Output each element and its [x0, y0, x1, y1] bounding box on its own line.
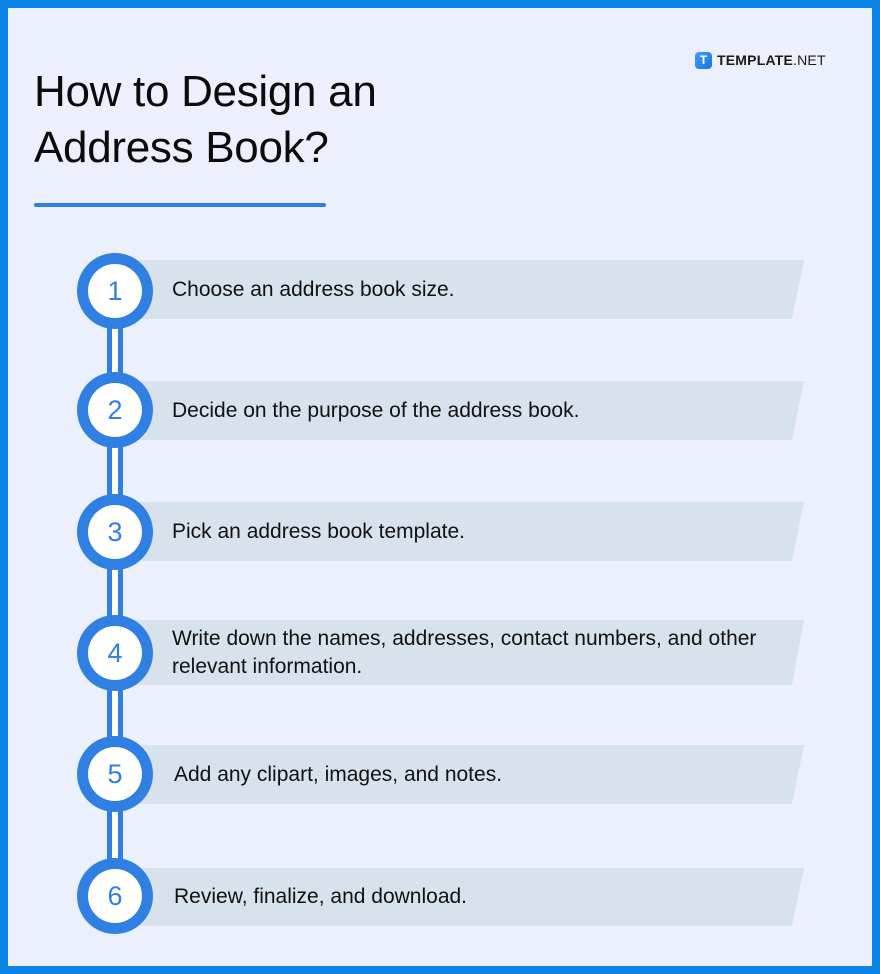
step-bar: Choose an address book size. [128, 260, 804, 319]
step-text: Add any clipart, images, and notes. [174, 762, 503, 786]
step-text: Decide on the purpose of the address boo… [172, 398, 580, 422]
step-number-badge: 1 [77, 253, 153, 329]
step-number: 1 [88, 264, 142, 318]
step-number-badge: 2 [77, 372, 153, 448]
step-text: Pick an address book template. [172, 519, 465, 543]
step-bar: Decide on the purpose of the address boo… [128, 381, 804, 440]
step-number: 4 [88, 626, 142, 680]
step-text: Choose an address book size. [172, 277, 455, 301]
step-number: 6 [88, 869, 142, 923]
template-logo-icon: T [695, 51, 712, 69]
page-title: How to Design an Address Book? [34, 64, 377, 176]
title-underline [34, 203, 326, 207]
brand-logo: T TEMPLATE.NET [695, 50, 826, 70]
step-number: 3 [88, 505, 142, 559]
step-bar: Add any clipart, images, and notes. [128, 745, 804, 804]
step-bar: Pick an address book template. [128, 502, 804, 561]
step-number-badge: 3 [77, 494, 153, 570]
step-number: 2 [88, 383, 142, 437]
step-bar: Write down the names, addresses, contact… [128, 620, 804, 685]
title-line-1: How to Design an [34, 67, 377, 116]
step-bar: Review, finalize, and download. [128, 868, 804, 926]
brand-name: TEMPLATE.NET [717, 52, 826, 68]
step-text: Review, finalize, and download. [174, 885, 468, 908]
step-text: Write down the names, addresses, contact… [172, 626, 757, 678]
step-number: 5 [88, 747, 142, 801]
step-number-badge: 4 [77, 615, 153, 691]
step-number-badge: 6 [77, 858, 153, 934]
title-line-2: Address Book? [34, 123, 329, 172]
step-number-badge: 5 [77, 736, 153, 812]
